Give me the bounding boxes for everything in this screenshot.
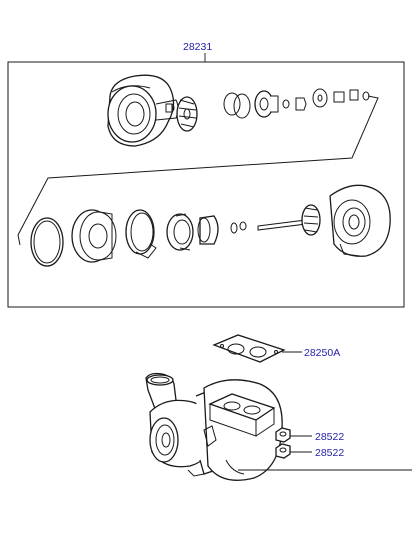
label-assembly-28231[interactable]: 28231 [183,41,212,53]
label-nut-28522-upper[interactable]: 28522 [315,431,344,443]
assembly-frame [7,61,405,308]
compressor-housing [107,74,179,147]
label-gasket-28250A[interactable]: 28250A [304,347,340,359]
exploded-axis-line [17,95,379,246]
flange-nut-upper [275,427,291,443]
exhaust-gasket [212,334,286,363]
label-nut-28522-lower[interactable]: 28522 [315,447,344,459]
bottom-row-parts [30,184,391,267]
flange-nut-lower [275,443,291,459]
top-small-parts [165,88,370,119]
compressor-wheel [176,96,198,132]
turbocharger-assembly [145,372,283,481]
